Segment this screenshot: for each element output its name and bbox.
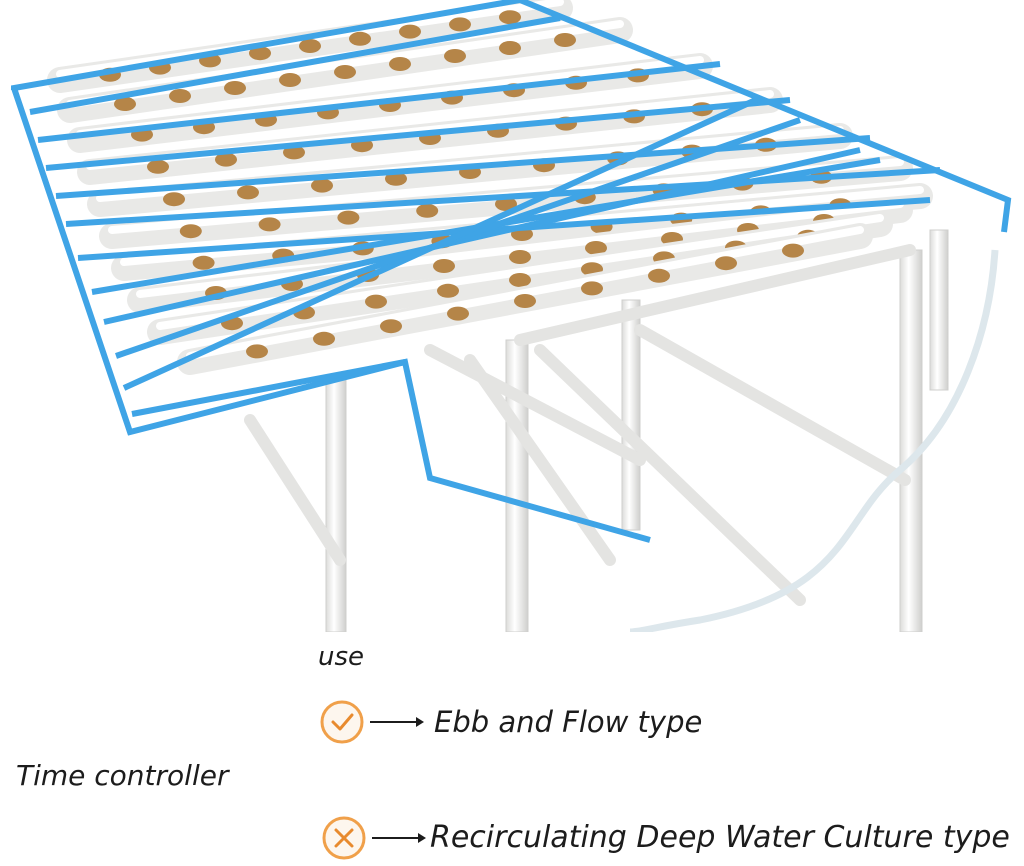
planting-hole xyxy=(215,152,237,167)
planting-hole xyxy=(782,243,804,258)
planting-hole xyxy=(715,256,737,271)
planting-hole xyxy=(447,306,469,321)
planting-hole xyxy=(495,197,517,211)
planting-hole xyxy=(585,241,607,255)
frame-braces xyxy=(244,244,916,606)
time-controller-label: Time controller xyxy=(16,759,229,792)
planting-hole xyxy=(509,273,531,287)
planting-hole xyxy=(437,283,459,298)
planting-hole xyxy=(416,203,439,218)
planting-hole xyxy=(385,171,407,186)
arrow-right-icon xyxy=(370,717,424,727)
planting-hole xyxy=(258,217,281,232)
planting-hole xyxy=(169,89,191,103)
planting-hole xyxy=(581,281,603,296)
planting-hole xyxy=(246,344,268,359)
planting-hole xyxy=(648,268,670,283)
arrow-right-icon xyxy=(372,833,426,843)
use-label: use xyxy=(318,642,365,672)
planting-hole xyxy=(509,250,531,264)
planting-hole xyxy=(179,224,202,239)
planting-hole xyxy=(249,46,271,61)
planting-hole xyxy=(147,159,169,174)
planting-hole xyxy=(399,24,421,39)
planting-hole xyxy=(499,10,521,25)
planting-hole xyxy=(311,178,333,193)
planting-hole xyxy=(389,57,411,71)
cross-circle-icon xyxy=(322,816,366,860)
planting-hole xyxy=(554,33,576,47)
planting-hole xyxy=(237,185,259,200)
planting-hole xyxy=(283,145,305,160)
grow-pipe-highlight xyxy=(186,226,864,360)
planting-hole xyxy=(337,210,360,225)
planting-hole xyxy=(514,294,536,308)
option-label: Recirculating Deep Water Culture type xyxy=(430,820,1010,855)
water-hose xyxy=(629,249,999,632)
option-recirculating-dwc: Recirculating Deep Water Culture type xyxy=(320,814,1010,862)
check-circle-icon xyxy=(320,700,364,744)
planting-hole xyxy=(499,41,521,55)
planting-hole xyxy=(224,81,246,95)
hydroponic-system-photo xyxy=(11,0,1012,632)
planting-hole xyxy=(299,39,321,53)
grow-pipe-highlight xyxy=(136,200,904,298)
planting-hole xyxy=(192,255,215,270)
option-ebb-and-flow: Ebb and Flow type xyxy=(318,698,702,746)
planting-hole xyxy=(334,65,356,79)
planting-hole xyxy=(349,31,371,46)
planting-hole xyxy=(365,294,387,309)
option-label: Ebb and Flow type xyxy=(434,704,703,739)
grow-pipes xyxy=(47,0,933,375)
hydroponic-rack-drawing xyxy=(11,0,1012,632)
planting-hole xyxy=(163,192,185,207)
grow-pipe-highlight xyxy=(156,214,884,330)
planting-hole xyxy=(114,97,136,111)
planting-hole xyxy=(313,331,335,346)
water-flow-outline xyxy=(11,0,1012,543)
planting-hole xyxy=(449,17,471,32)
planting-hole xyxy=(380,319,402,334)
planting-hole xyxy=(433,259,455,273)
planting-hole xyxy=(444,49,466,63)
planting-hole xyxy=(279,73,301,87)
